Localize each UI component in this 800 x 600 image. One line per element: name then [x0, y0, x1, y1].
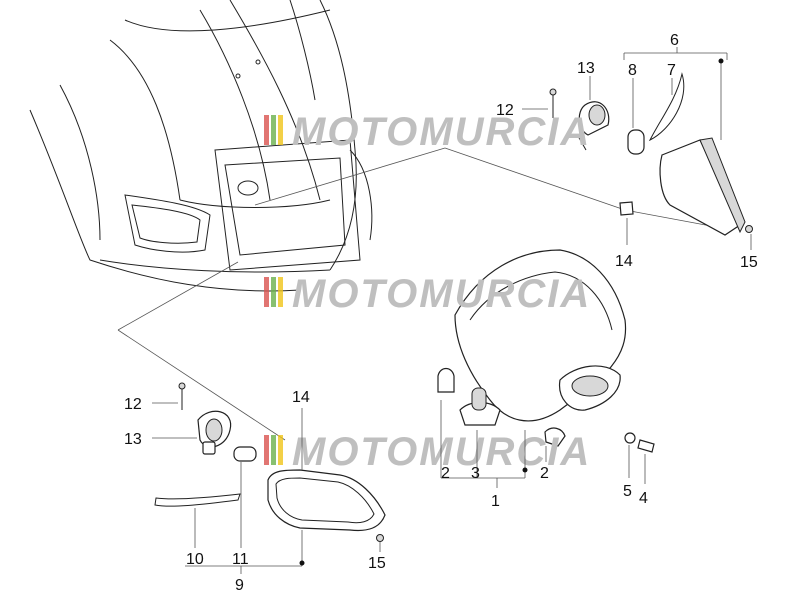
callout-8: 8: [628, 62, 637, 79]
callout-14-top: 14: [615, 253, 633, 270]
callout-numbers: 6 8 7 13 12 14 15 2 3 2 1 5 4 12 13 14 1…: [124, 32, 758, 594]
callout-13-top: 13: [577, 60, 595, 77]
callout-2-left: 2: [441, 465, 450, 482]
front-indicator-cover: [437, 249, 655, 453]
callout-15-bottom: 15: [368, 555, 386, 572]
callout-12-top: 12: [496, 102, 514, 119]
callout-4: 4: [639, 490, 648, 507]
watermark-logo-middle: MOTOMURCIA: [264, 272, 591, 316]
leader-lines: [117, 147, 728, 441]
callout-12-bottom: 12: [124, 396, 142, 413]
callout-9: 9: [235, 577, 244, 594]
callout-1: 1: [491, 493, 500, 510]
callout-15-top: 15: [740, 254, 758, 271]
right-indicator-assembly: [549, 72, 753, 236]
callout-13-bottom: 13: [124, 431, 142, 448]
callout-3: 3: [471, 465, 480, 482]
callout-2-right: 2: [540, 465, 549, 482]
left-indicator-assembly: [154, 382, 386, 542]
callout-11: 11: [232, 551, 249, 568]
front-shield-body: [29, 0, 373, 292]
callout-10: 10: [186, 551, 204, 568]
callout-7: 7: [667, 62, 676, 79]
callout-leaders: [152, 47, 752, 574]
callout-14-bottom: 14: [292, 389, 310, 406]
watermark-logo-top: MOTOMURCIA: [264, 110, 591, 154]
callout-6: 6: [670, 32, 679, 49]
watermark-text-top: MOTOMURCIA: [292, 110, 591, 154]
watermark-text-middle: MOTOMURCIA: [292, 272, 591, 316]
callout-5: 5: [623, 483, 632, 500]
